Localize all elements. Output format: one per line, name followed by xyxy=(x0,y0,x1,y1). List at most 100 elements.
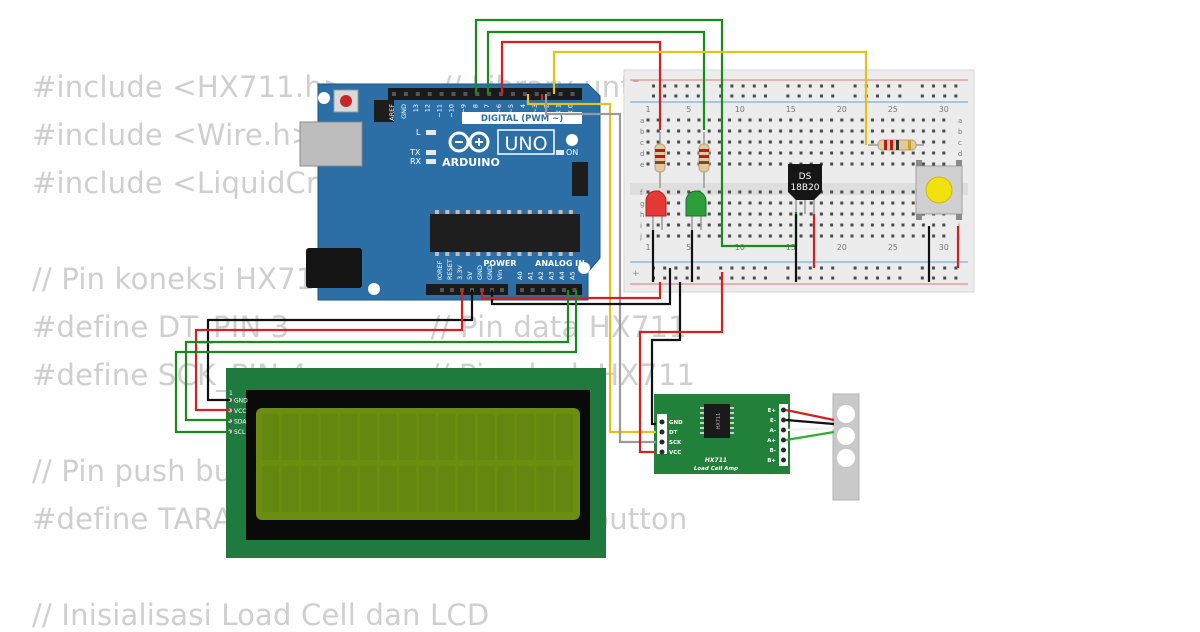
tx-led-label: TX xyxy=(409,148,421,157)
analog-pin-label: A1 xyxy=(527,271,535,280)
column-number: 10 xyxy=(735,243,745,252)
column-number: 25 xyxy=(888,243,898,252)
atmega-chip xyxy=(430,214,580,252)
column-number: 5 xyxy=(686,105,691,114)
uno-logo-frame xyxy=(497,129,555,155)
hx711-chip xyxy=(704,404,730,438)
row-letter: b xyxy=(958,128,963,136)
wire-green-lcd-scl xyxy=(174,290,578,434)
wire-green xyxy=(486,30,706,130)
wire-green-lcd-sda xyxy=(184,290,570,422)
wires xyxy=(174,18,960,454)
wire-black-lcd-gnd xyxy=(206,290,474,402)
analog-in-label: ANALOG IN xyxy=(535,259,585,268)
on-led xyxy=(556,150,564,155)
load-cell[interactable] xyxy=(832,393,860,501)
row-letter: b xyxy=(640,128,645,136)
hx711-right-pins: E+E-A-A+B-B+ xyxy=(767,407,786,464)
hx711-pin-label: E- xyxy=(770,418,776,424)
digital-pin-label: TX 1 xyxy=(555,104,563,120)
red-led[interactable] xyxy=(645,190,667,230)
wire-yellow xyxy=(552,50,868,145)
arduino-logo-icon xyxy=(448,131,490,153)
l-led-label: L xyxy=(416,128,421,137)
button-cap[interactable] xyxy=(925,176,953,204)
code-line: // Pin koneksi HX711 xyxy=(32,262,334,296)
lcd-pin-label: VCC xyxy=(234,408,246,415)
hx711-right-header xyxy=(779,404,788,466)
analog-header xyxy=(516,284,582,295)
uno-logo: UNO xyxy=(504,133,547,155)
arduino-brand: ARDUINO xyxy=(442,156,500,169)
load-cell-hole xyxy=(837,427,855,445)
row-letter: d xyxy=(958,150,962,158)
mounting-hole xyxy=(578,262,590,274)
column-number: 1 xyxy=(645,105,650,114)
lcd-pin-label: GND xyxy=(234,398,248,405)
analog-pin-label: A2 xyxy=(537,271,545,280)
hx711-subtitle: Load Cell Amp xyxy=(694,466,738,472)
on-led-label: ON xyxy=(566,148,578,157)
row-letter: c xyxy=(958,139,962,147)
hx711-pin-label: GND xyxy=(669,420,683,426)
row-letter: a xyxy=(958,117,962,125)
ds18b20-label-1: DS xyxy=(799,172,812,182)
reset-button-cap[interactable] xyxy=(340,95,352,107)
digital-pin-label: ~11 xyxy=(436,104,444,118)
digital-pin-label: ~10 xyxy=(448,104,456,118)
analog-pin-label: A3 xyxy=(548,271,556,280)
mounting-hole xyxy=(318,92,330,104)
power-jack xyxy=(306,248,362,288)
column-number: 15 xyxy=(786,243,796,252)
resistor-pullup[interactable] xyxy=(868,139,924,151)
digital-pin-label: RX 0 xyxy=(567,104,575,119)
ds18b20-label-2: 18B20 xyxy=(790,183,819,193)
lcd-pin-number: 1 xyxy=(229,390,233,397)
power-pin-label: Vin xyxy=(496,270,504,280)
digital-pin-label: AREF xyxy=(388,104,396,121)
resistor-green-led[interactable] xyxy=(698,132,710,188)
tara-push-button[interactable] xyxy=(915,160,963,220)
green-led[interactable] xyxy=(685,190,707,230)
hx711-pin-label: E+ xyxy=(768,408,777,414)
hx711-pin-label: DT xyxy=(669,430,678,436)
breadboard-holes xyxy=(646,84,958,280)
lcd-pin-label: SDA xyxy=(234,419,247,426)
lcd-pin-header: GND VCC SDA SCL xyxy=(227,397,248,436)
rx-led-label: RX xyxy=(410,157,422,166)
digital-pin-label: 4 xyxy=(519,104,527,108)
power-pin-label: 5V xyxy=(466,271,474,280)
column-number: 20 xyxy=(837,105,847,114)
power-pin-label: 3.3V xyxy=(456,265,464,280)
resistor-red-led[interactable] xyxy=(654,132,666,188)
lcd-pin-label: SCL xyxy=(234,429,246,436)
wire-white-loadcell xyxy=(785,426,835,432)
column-number: 25 xyxy=(888,105,898,114)
power-pin-label: GND xyxy=(476,265,484,280)
ds18b20-sensor[interactable]: DS 18B20 xyxy=(788,164,822,214)
power-label: POWER xyxy=(483,259,516,268)
code-line: // Inisialisasi Load Cell dan LCD xyxy=(32,598,490,632)
column-number: 1 xyxy=(645,243,650,252)
hx711-pin-label: A- xyxy=(769,428,776,434)
digital-pwm-label: DIGITAL (PWM ~) xyxy=(481,114,563,124)
hx711-pin-label: A+ xyxy=(767,438,776,444)
digital-pin-label: 8 xyxy=(471,104,479,108)
tx-led xyxy=(426,150,436,155)
hx711-pin-label: B- xyxy=(770,448,776,454)
row-letter: h xyxy=(640,211,644,219)
usb-port xyxy=(299,121,363,167)
column-number: 30 xyxy=(939,105,949,114)
wire-black-hx-gnd xyxy=(650,282,682,426)
row-letter: j xyxy=(639,233,642,241)
wire-red-5v xyxy=(480,282,662,300)
column-number: 20 xyxy=(837,243,847,252)
digital-pin-label: 12 xyxy=(424,104,432,112)
column-number: 15 xyxy=(786,105,796,114)
lcd-display[interactable]: 1 GND VCC SDA SCL xyxy=(226,368,606,558)
digital-pin-label: ~6 xyxy=(495,104,503,114)
wire-green-loadcell xyxy=(785,430,835,442)
